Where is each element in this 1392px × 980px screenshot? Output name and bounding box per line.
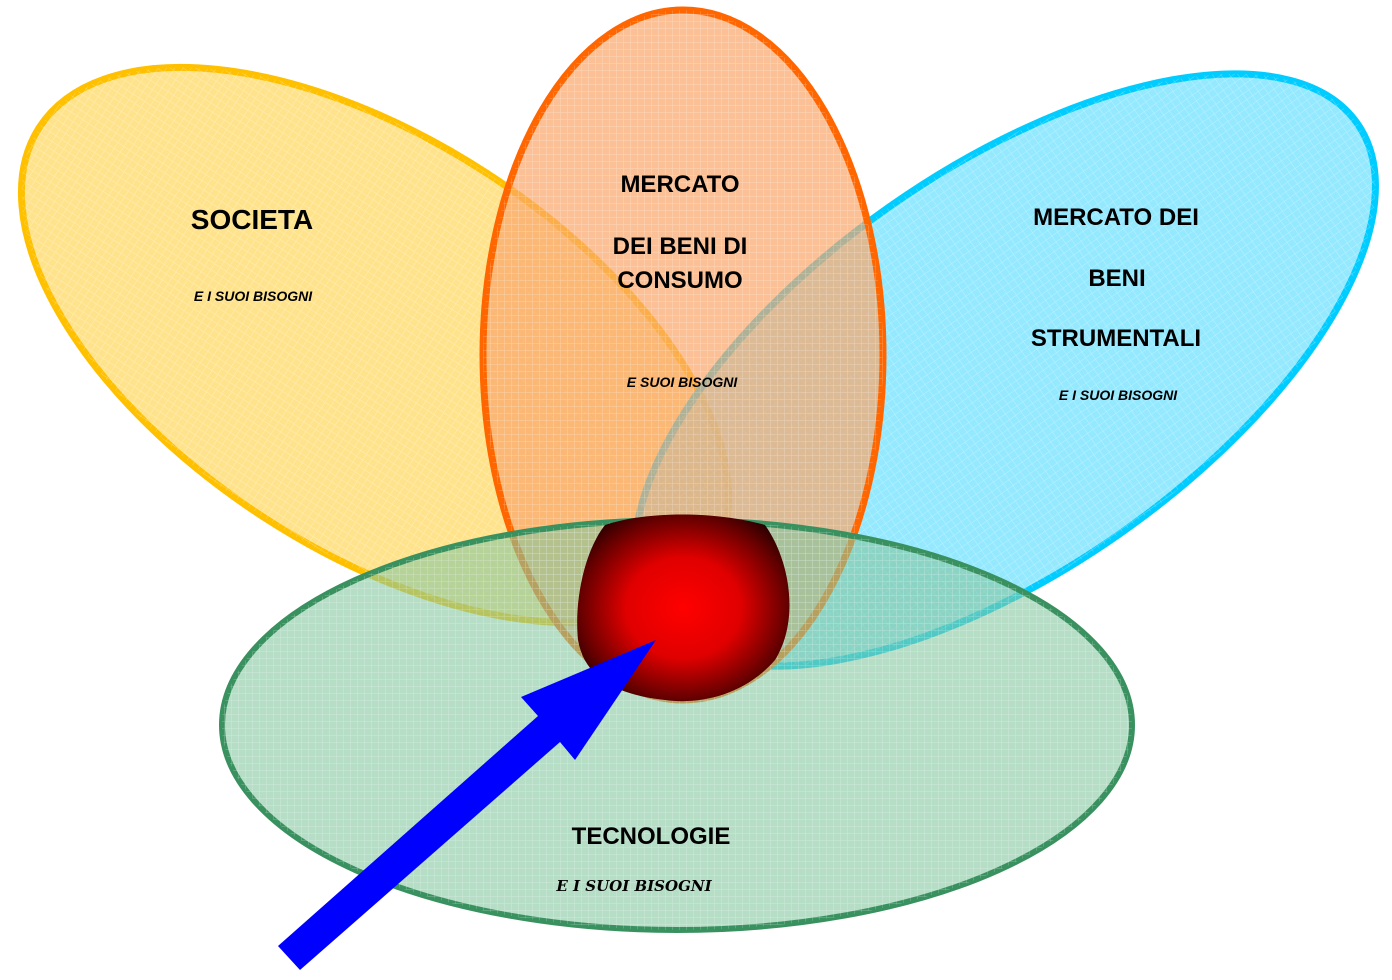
tecnologie-title: TECNOLOGIE xyxy=(572,823,731,850)
tecnologie-subtitle: E I SUOI BISOGNI xyxy=(555,877,712,895)
strumentali-title-line1: MERCATO DEI xyxy=(1033,204,1199,231)
consumo-title-line3: CONSUMO xyxy=(617,267,742,294)
consumo-title-line2: DEI BENI DI xyxy=(613,233,748,260)
strumentali-title-line3: STRUMENTALI xyxy=(1031,325,1201,352)
societa-subtitle: E I SUOI BISOGNI xyxy=(194,288,313,304)
strumentali-subtitle: E I SUOI BISOGNI xyxy=(1059,387,1178,403)
pointer-arrow-icon xyxy=(278,640,656,970)
strumentali-title-line2: BENI xyxy=(1088,265,1145,292)
societa-title: SOCIETA xyxy=(191,204,313,235)
consumo-subtitle: E SUOI BISOGNI xyxy=(627,374,739,390)
consumo-title-line1: MERCATO xyxy=(620,171,739,198)
